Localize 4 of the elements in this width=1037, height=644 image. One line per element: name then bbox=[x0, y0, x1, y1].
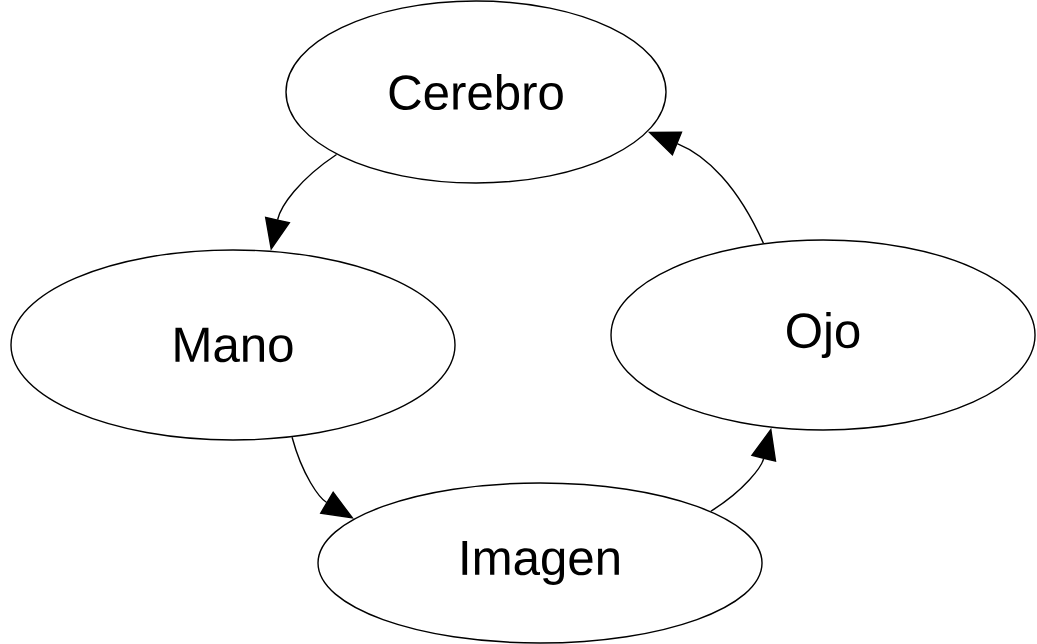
ellipse-node: Imagen bbox=[317, 482, 763, 644]
ellipse-node: Mano bbox=[10, 249, 456, 441]
ellipse-node: Ojo bbox=[610, 239, 1036, 431]
ellipse-node: Cerebro bbox=[285, 0, 667, 184]
